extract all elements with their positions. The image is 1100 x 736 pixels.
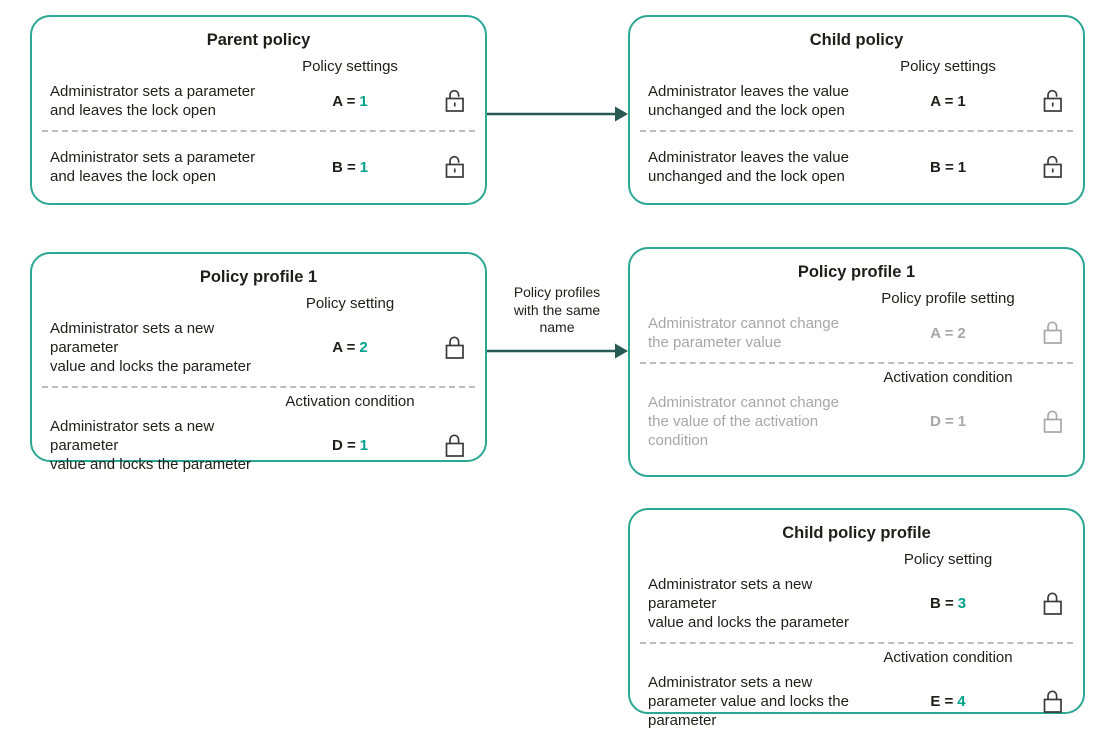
param-name: D = [929,413,954,430]
param-value: A =2 [930,325,966,342]
description-text: Administrator cannot change the paramete… [648,315,839,351]
param-number: 2 [359,339,368,356]
policy-row: Administrator leaves the value unchanged… [630,82,1083,120]
param-name: D = [331,437,356,454]
param-value: A =1 [930,93,966,110]
lock-open-icon [1040,155,1066,179]
card-title: Child policy [809,31,904,49]
divider [42,386,475,388]
lock-closed-icon [1040,409,1066,434]
divider [640,130,1073,132]
lock-closed-icon [442,335,468,360]
description-text: Administrator sets a new parameter value… [50,320,251,375]
parent-policy-card: Parent policy Policy settings Administra… [30,15,487,205]
policy-row: Administrator sets a new parameter value… [630,673,1083,730]
description-text: Administrator sets a parameter and leave… [50,83,256,119]
section-label-row: Policy settings [32,57,485,77]
param-number: 1 [957,413,967,430]
lock-open-icon [442,89,468,113]
param-number: 1 [957,158,967,176]
policy-row: Administrator sets a new parameter value… [630,575,1083,632]
policy-row: Administrator sets a new parameter value… [32,417,485,474]
param-value: A =2 [332,339,368,356]
description-text: Administrator leaves the value unchanged… [648,83,849,119]
description-text: Administrator cannot change the value of… [648,394,839,449]
child-policy-card: Child policy Policy settings Administrat… [628,15,1085,205]
section-label-row: Activation condition [630,368,1083,388]
lock-closed-icon [1040,591,1066,616]
divider [640,362,1073,364]
section-label-row: Policy setting [32,294,485,314]
section-label-row: Policy setting [630,550,1083,570]
description-text: Administrator sets a new parameter value… [648,674,849,729]
section-label: Policy settings [302,58,398,75]
param-number: 3 [957,595,967,612]
param-value: E =4 [930,693,965,710]
lock-closed-icon [1040,321,1066,345]
param-value: B =1 [930,159,966,176]
param-number: 1 [359,437,369,454]
param-value: B =1 [332,159,368,176]
param-name: A = [930,92,954,110]
section-label: Policy profile setting [881,290,1015,307]
section-label-row: Activation condition [630,648,1083,668]
policy-row: Administrator sets a new parameter value… [32,319,485,376]
policy-profile-1-child-card: Policy profile 1 Policy profile setting … [628,247,1085,477]
param-name: A = [332,339,356,356]
section-label-row: Activation condition [32,392,485,412]
policy-row: Administrator leaves the value unchanged… [630,148,1083,186]
lock-closed-icon [1040,689,1066,714]
param-name: E = [930,693,954,710]
param-number: 1 [957,92,966,110]
param-name: B = [929,595,954,612]
section-label: Policy setting [305,295,395,312]
policy-row: Administrator sets a parameter and leave… [32,148,485,186]
lock-closed-icon [442,433,468,458]
divider [42,130,475,132]
policy-profile-1-card: Policy profile 1 Policy setting Administ… [30,252,487,473]
section-label: Activation condition [883,369,1013,386]
section-label-row: Policy settings [630,57,1083,77]
divider [640,642,1073,644]
description-text: Administrator sets a parameter and leave… [50,149,256,185]
lock-open-icon [442,155,468,179]
param-number: 1 [359,92,368,110]
param-name: B = [331,158,356,176]
card-title: Child policy profile [782,524,931,542]
arrow-label: Policy profiles with the same name [513,284,601,335]
card-title: Parent policy [206,31,311,49]
param-value: D =1 [332,437,368,454]
section-label-row: Policy profile setting [630,289,1083,309]
param-name: B = [929,158,954,176]
param-value: D =1 [930,413,966,430]
param-number: 2 [957,324,966,342]
section-label: Policy setting [903,551,993,568]
param-number: 4 [957,693,966,710]
section-label: Policy settings [900,58,996,75]
description-text: Administrator sets a new parameter value… [648,576,849,631]
child-policy-profile-card: Child policy profile Policy setting Admi… [628,508,1085,729]
profile-to-child-profile-arrow [487,343,628,359]
description-text: Administrator sets a new parameter value… [50,418,251,473]
policy-row: Administrator sets a parameter and leave… [32,82,485,120]
card-title: Policy profile 1 [797,263,916,281]
param-name: A = [930,324,954,342]
policy-row: Administrator cannot change the paramete… [630,314,1083,352]
policy-row: Administrator cannot change the value of… [630,393,1083,450]
param-value: A =1 [332,93,368,110]
section-label: Activation condition [285,393,415,410]
lock-open-icon [1040,89,1066,113]
param-name: A = [332,92,356,110]
section-label: Activation condition [883,649,1013,666]
description-text: Administrator leaves the value unchanged… [648,149,849,185]
card-title: Policy profile 1 [199,268,318,286]
param-value: B =3 [930,595,966,612]
param-number: 1 [359,158,369,176]
parent-to-child-arrow [487,106,628,122]
